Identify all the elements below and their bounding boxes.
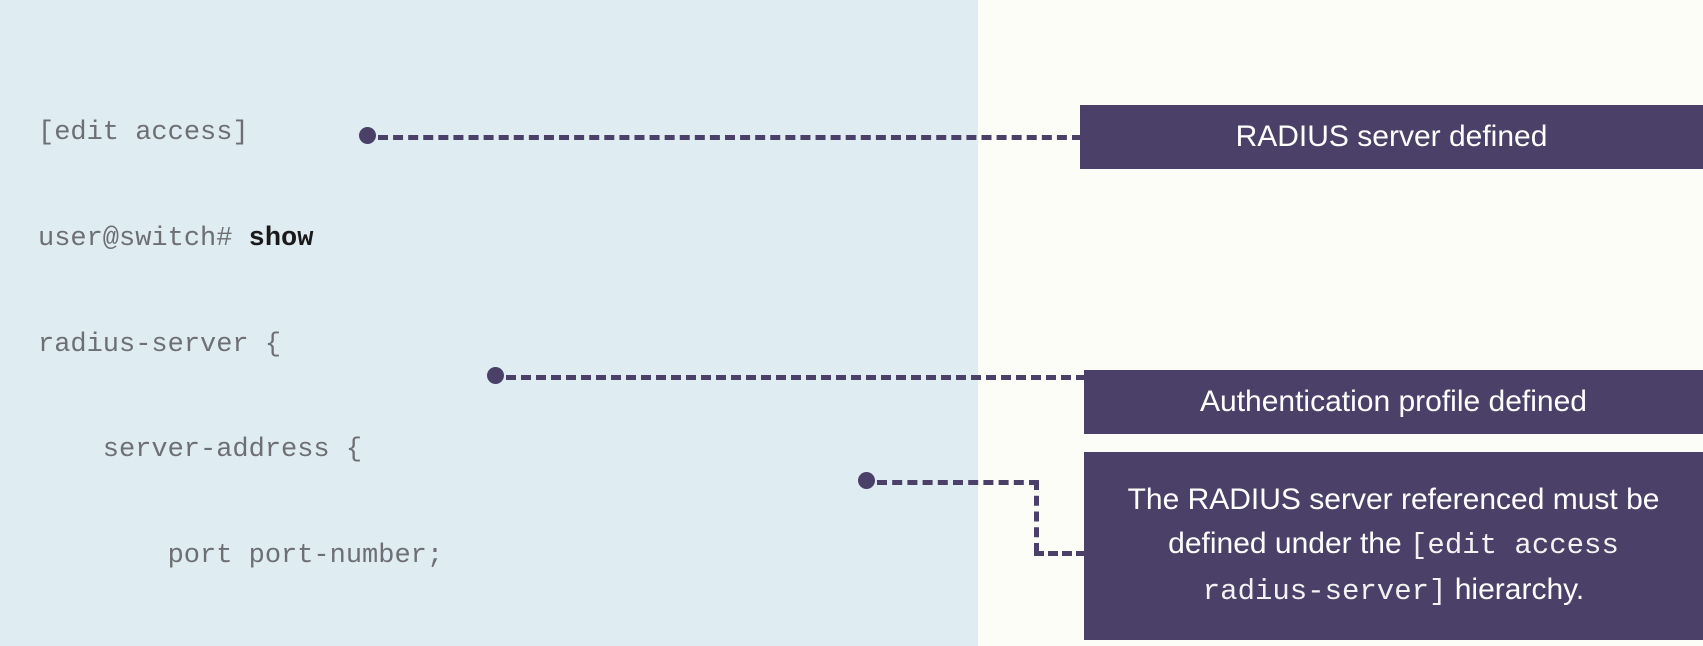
code-line-text: radius-server { xyxy=(38,329,282,360)
code-line-text: [edit access] xyxy=(38,118,249,149)
connector-dot-radius-server xyxy=(359,127,376,144)
code-line-4: server-address { xyxy=(38,433,767,468)
callout-note-line2: defined under the xyxy=(1168,527,1411,560)
callout-note-mono-2: radius-server] xyxy=(1202,575,1447,608)
code-line-1: [edit access] xyxy=(38,116,767,151)
callout-radius-server-defined: RADIUS server defined xyxy=(1080,105,1703,169)
callout-radius-server-reference-note: The RADIUS server referenced must be defi… xyxy=(1084,452,1703,640)
callout-note-line3: hierarchy. xyxy=(1446,573,1585,606)
code-line-5: port port-number; xyxy=(38,539,767,574)
connector-dot-authentication-server xyxy=(858,472,875,489)
code-line-text: user@switch# xyxy=(38,224,249,254)
connector-line-radius-server xyxy=(378,135,1082,140)
connector-line-auth-server-bottom xyxy=(1034,551,1086,556)
connector-line-auth-server-top xyxy=(877,480,1039,485)
connector-line-profile xyxy=(506,375,1086,380)
code-line-text: server-address { xyxy=(102,435,363,466)
code-panel: [edit access] user@switch# show radius-s… xyxy=(0,0,978,646)
callout-note-mono-1: [edit access xyxy=(1410,529,1619,562)
code-line-text: port port-number; xyxy=(167,540,444,571)
code-line-2: user@switch# show xyxy=(38,222,767,257)
cli-code-block: [edit access] user@switch# show radius-s… xyxy=(38,46,767,646)
connector-dot-profile xyxy=(487,367,504,384)
code-line-3: radius-server { xyxy=(38,328,767,363)
callout-text: Authentication profile defined xyxy=(1200,385,1587,418)
callout-note-line1: The RADIUS server referenced must be xyxy=(1127,483,1660,516)
callout-text: The RADIUS server referenced must be defi… xyxy=(1098,478,1689,614)
callout-authentication-profile-defined: Authentication profile defined xyxy=(1084,370,1703,434)
code-keyword-show: show xyxy=(248,224,314,254)
connector-line-auth-server-vertical xyxy=(1034,480,1039,553)
callout-text: RADIUS server defined xyxy=(1235,120,1548,153)
